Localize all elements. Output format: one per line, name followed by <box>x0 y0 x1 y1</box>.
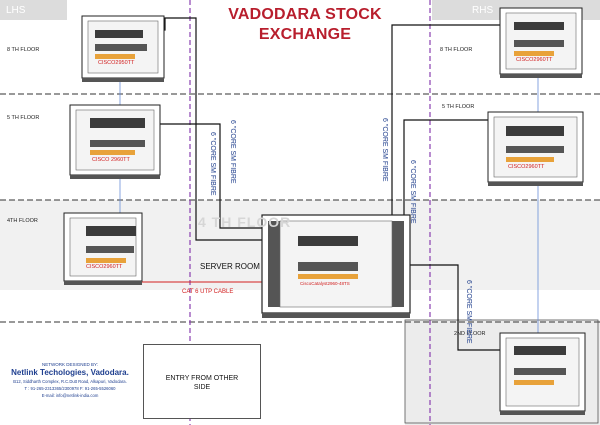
cat6-label: CAT 6 UTP CABLE <box>182 289 234 295</box>
rack-lhs-5 <box>69 104 161 179</box>
lhs-band <box>0 0 67 20</box>
rack-rhs-8-model: CISCO2960TT <box>516 57 553 63</box>
lhs-label: LHS <box>6 5 26 16</box>
entry-line-2: SIDE <box>193 384 211 391</box>
rhs-label: RHS <box>472 5 494 16</box>
fibre-label-2: 6 "CORE SM FIBRE <box>229 120 236 184</box>
rack-lhs-8 <box>81 15 165 82</box>
fibre-path-1 <box>135 123 270 229</box>
server-room-label: SERVER ROOM <box>200 262 260 271</box>
fibre-label-5: 6 "CORE SM FIBRE <box>465 280 472 344</box>
designer-line-3: B12, Siddharth Complex, R.C.Dutt Road, A… <box>13 379 127 384</box>
floor-label-rhs-2: 2ND FLOOR <box>454 331 486 337</box>
designer-line-1: NETWORK DESIGNED BY: <box>41 362 98 367</box>
floor-label-lhs-5: 5 TH FLOOR <box>7 115 40 121</box>
floor-label-lhs-4: 4TH FLOOR <box>7 218 38 224</box>
floor-label-rhs-8: 8 TH FLOOR <box>440 47 473 53</box>
floor-label-rhs-5: 5 TH FLOOR <box>442 104 475 110</box>
rack-rhs-2 <box>499 332 586 415</box>
title-line-2: EXCHANGE <box>258 26 352 43</box>
entry-box: ENTRY FROM OTHER SIDE <box>143 344 261 419</box>
rack-lhs-5-model: CISCO 2960TT <box>92 157 130 163</box>
rack-lhs-4-model: CISCO2960TT <box>86 264 123 270</box>
fibre-label-3: 6 "CORE SM FIBRE <box>381 118 388 182</box>
fibre-label-1: 6 "CORE SM FIBRE <box>209 132 216 196</box>
designer-block: NETWORK DESIGNED BY: Netlink Techologies… <box>10 361 130 399</box>
designer-line-5: E-mail: info@netlink-india.com <box>41 393 99 398</box>
rack-lhs-8-model: CISCO2950TT <box>98 60 135 66</box>
rack-rhs-8 <box>499 7 583 78</box>
designer-line-2: Netlink Techologies, Vadodara. <box>11 368 129 377</box>
entry-text: ENTRY FROM OTHER SIDE <box>144 374 260 392</box>
rack-server <box>261 214 411 318</box>
designer-line-4: T : 91-265-2313365/2300978 F: 91-265-552… <box>24 386 116 391</box>
floor-watermark: 4 TH FLOOR <box>198 214 292 230</box>
title-line-1: VADODARA STOCK <box>228 6 382 23</box>
rack-rhs-5 <box>487 111 584 186</box>
rack-lhs-4 <box>63 212 143 285</box>
fibre-label-4: 6 "CORE SM FIBRE <box>409 160 416 224</box>
diagram-title: VADODARA STOCK EXCHANGE <box>190 5 420 45</box>
entry-line-1: ENTRY FROM OTHER <box>165 375 239 382</box>
rack-server-model: CiscoCatalyst2960-48TS <box>300 281 350 286</box>
rack-rhs-5-model: CISCO2960TT <box>508 164 545 170</box>
bottom-right-frame <box>404 319 599 424</box>
floor-label-lhs-8: 8 TH FLOOR <box>7 47 40 53</box>
